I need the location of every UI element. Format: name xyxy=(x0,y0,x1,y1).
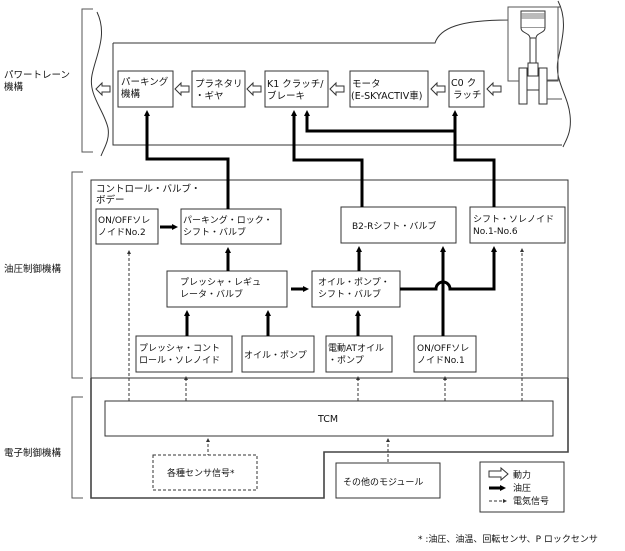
other-modules-box[interactable]: その他のモジュール xyxy=(335,462,441,499)
housing-top-edge xyxy=(113,6,560,44)
electric-signal-lines xyxy=(127,248,524,462)
cvb-box-shift-solenoid[interactable]: シフト・ソレノイド No.1-No.6 xyxy=(469,206,566,244)
hyd-line-shiftsol-to-k1 xyxy=(304,110,455,133)
section-hydraulic: 油圧制御機構 xyxy=(4,171,83,379)
section-label-hydraulic: 油圧制御機構 xyxy=(4,263,62,275)
sensor-signals-label: 各種センサ信号* xyxy=(167,467,235,479)
housing-body-edge xyxy=(112,43,562,146)
planetary-label-1: プラネタリ xyxy=(195,79,243,90)
motor-label-1: モータ xyxy=(352,79,381,90)
preg-label-1: プレッシャ・レギュ xyxy=(180,277,261,288)
shiftsol-label-2: No.1-No.6 xyxy=(473,227,518,237)
power-arrow-out-icon xyxy=(95,81,111,97)
section-powertrain: パワートレーン 機構 xyxy=(4,8,93,153)
eatpump-label-2: ・ポンプ xyxy=(328,355,364,366)
opsv-label-2: シフト・バルブ xyxy=(318,288,381,300)
onoff1-label-2: ノイドNo.1 xyxy=(417,356,465,366)
onoff1-label-1: ON/OFFソレ xyxy=(417,344,469,354)
pcsol-label-1: プレッシャ・コント xyxy=(139,343,220,354)
cvb-box-b2r-shift-valve[interactable]: B2-Rシフト・バルブ xyxy=(340,206,457,244)
cvb-box-onoff2[interactable]: ON/OFFソレ ノイドNo.2 xyxy=(95,208,159,245)
legend-electric-label: 電気信号 xyxy=(513,495,549,507)
plock-label-2: シフト・バルブ xyxy=(183,226,246,238)
eatpump-label-1: 電動ATオイル xyxy=(328,343,384,354)
section-label-electronic: 電子制御機構 xyxy=(4,447,62,459)
cvb-box-pressure-control-solenoid[interactable]: プレッシャ・コント ロール・ソレノイド xyxy=(135,335,233,373)
parking-label-1: パーキング xyxy=(121,76,169,88)
tcm-box[interactable]: TCM xyxy=(104,400,554,437)
section-label-powertrain-2: 機構 xyxy=(4,81,24,93)
legend: 動力 油圧 電気信号 xyxy=(479,461,565,513)
bracket-electronic xyxy=(71,396,83,499)
powertrain-box-k1[interactable]: K1 クラッチ/ ブレーキ xyxy=(264,70,329,108)
tcm-label: TCM xyxy=(317,414,338,425)
legend-hydraulic-label: 油圧 xyxy=(513,482,531,494)
opsv-label-1: オイル・ポンプ・ xyxy=(318,277,390,288)
wavy-left-edge xyxy=(90,11,109,157)
sensor-signals-box[interactable]: 各種センサ信号* xyxy=(152,454,258,491)
legend-power-label: 動力 xyxy=(513,469,531,481)
cvb-title-2: ボデー xyxy=(96,194,125,206)
bracket-hydraulic xyxy=(71,171,83,379)
control-valve-body-frame xyxy=(90,179,569,379)
cvb-box-electric-at-oil-pump[interactable]: 電動ATオイル ・ポンプ xyxy=(325,335,393,373)
hyd-line-b2r-to-k1 xyxy=(291,110,364,207)
wavy-right-edge xyxy=(556,0,571,148)
cvb-box-parking-lock-shift-valve[interactable]: パーキング・ロック・ シフト・バルブ xyxy=(180,208,282,245)
power-arrow-icon xyxy=(486,81,502,97)
k1-label-2: ブレーキ xyxy=(267,90,305,102)
k1-label-1: K1 クラッチ/ xyxy=(267,79,324,90)
hyd-line-plock-to-parking xyxy=(144,110,230,209)
powertrain-housing xyxy=(90,0,571,157)
cvb-box-onoff1[interactable]: ON/OFFソレ ノイドNo.1 xyxy=(413,335,477,373)
power-arrow-icon xyxy=(329,81,345,97)
cvb-title-1: コントロール・バルブ・ xyxy=(96,183,201,195)
cvb-box-oil-pump[interactable]: オイル・ポンプ xyxy=(241,335,315,373)
parking-label-2: 機構 xyxy=(121,88,141,100)
engine-piston-icon xyxy=(507,6,562,105)
cvb-box-pressure-regulator-valve[interactable]: プレッシャ・レギュ レータ・バルブ xyxy=(166,270,288,308)
pcsol-label-2: ロール・ソレノイド xyxy=(139,356,220,366)
powertrain-box-parking[interactable]: パーキング 機構 xyxy=(117,70,174,108)
plock-label-1: パーキング・ロック・ xyxy=(183,214,273,226)
c0-label-2: ラッチ xyxy=(453,90,482,101)
section-label-powertrain-1: パワートレーン xyxy=(4,70,70,81)
planetary-label-2: ・ギヤ xyxy=(195,91,224,102)
preg-label-2: レータ・バルブ xyxy=(180,288,243,300)
b2r-label: B2-Rシフト・バルブ xyxy=(352,220,436,232)
opump-label: オイル・ポンプ xyxy=(244,350,307,361)
onoff2-label-2: ノイドNo.2 xyxy=(98,228,146,238)
c0-label-1: C0 ク xyxy=(451,78,476,89)
other-modules-label: その他のモジュール xyxy=(343,476,423,488)
powertrain-box-planetary[interactable]: プラネタリ ・ギヤ xyxy=(191,70,246,108)
cvb-box-oil-pump-shift-valve[interactable]: オイル・ポンプ・ シフト・バルブ xyxy=(311,270,401,308)
hydraulic-lines xyxy=(144,110,497,336)
footnote: * :油圧、油温、回転センサ、P ロックセンサ xyxy=(418,533,598,545)
control-valve-body: コントロール・バルブ・ ボデー xyxy=(90,179,569,379)
hyd-line-opsv-to-shiftsol xyxy=(400,246,497,291)
power-arrow-icon xyxy=(430,81,446,97)
power-flow-arrows xyxy=(95,81,502,97)
hyd-line-shiftsol-to-c0 xyxy=(452,110,496,207)
shiftsol-label-1: シフト・ソレノイド xyxy=(473,215,554,225)
bracket-powertrain xyxy=(81,8,93,153)
power-arrow-icon xyxy=(246,81,262,97)
power-arrow-icon xyxy=(174,81,190,97)
section-electronic: 電子制御機構 xyxy=(4,396,83,499)
powertrain-box-c0[interactable]: C0 ク ラッチ xyxy=(448,70,485,108)
electronic-control-frame xyxy=(90,378,569,499)
motor-label-2: (E-SKYACTIV車) xyxy=(351,90,422,102)
onoff2-label-1: ON/OFFソレ xyxy=(98,216,150,226)
powertrain-box-motor[interactable]: モータ (E-SKYACTIV車) xyxy=(349,70,429,108)
legend-power-arrow-icon xyxy=(488,466,509,482)
